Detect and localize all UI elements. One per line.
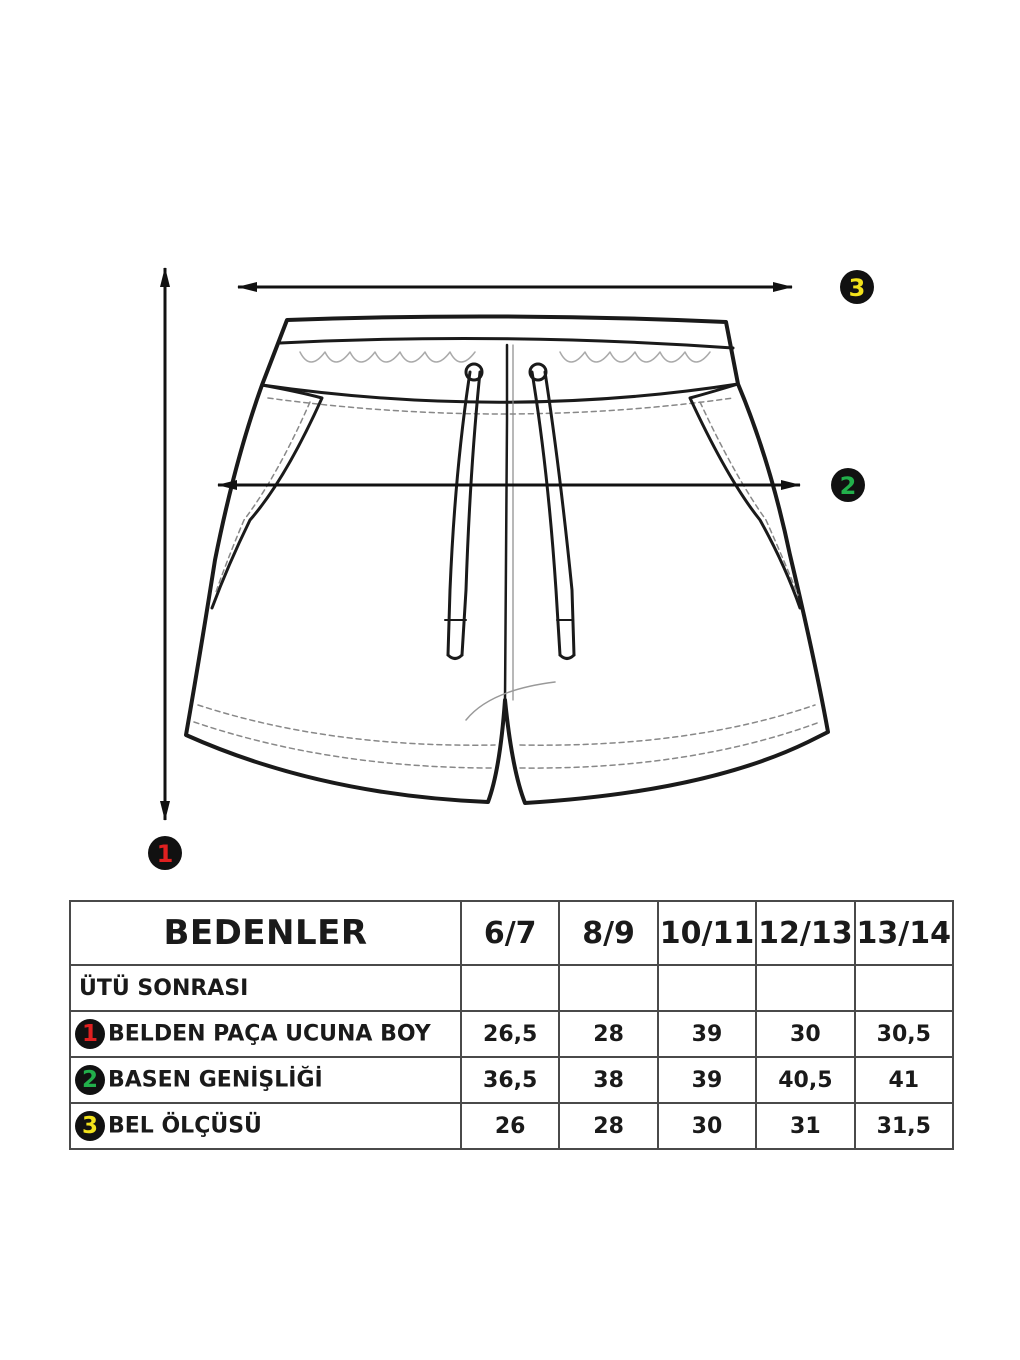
badge-2-number: 2 xyxy=(840,472,857,500)
table-cell: 30 xyxy=(656,1102,758,1150)
table-cell: 28 xyxy=(558,1102,659,1150)
table-cell: 40,5 xyxy=(755,1056,856,1104)
sizes-header: BEDENLER xyxy=(69,900,462,966)
table-cell: 31,5 xyxy=(853,1102,955,1150)
waistband-stitch xyxy=(267,397,734,415)
size-header: 12/13 xyxy=(755,900,856,966)
table-cell: 28 xyxy=(558,1010,659,1058)
badge-3: 3 xyxy=(840,270,874,304)
eyelet-right xyxy=(528,362,548,382)
table-cell: 39 xyxy=(656,1010,758,1058)
row-badge-3: 3 xyxy=(75,1111,105,1141)
hem-right xyxy=(519,704,816,746)
row-label: BEL ÖLÇÜSÜ xyxy=(108,1113,262,1139)
badge-2: 2 xyxy=(831,468,865,502)
badge-1: 1 xyxy=(148,836,182,870)
pocket-left xyxy=(210,383,324,610)
table-cell: 39 xyxy=(656,1056,758,1104)
shorts-illustration xyxy=(184,314,830,805)
hem-left xyxy=(197,704,496,746)
row-badge-2: 2 xyxy=(75,1065,105,1095)
table-cell: 30 xyxy=(755,1010,856,1058)
table-cell: 38 xyxy=(558,1056,659,1104)
pocket-right xyxy=(688,382,802,610)
shorts-diagram: 3 2 1 xyxy=(148,267,874,870)
eyelet-left xyxy=(464,362,484,382)
table-cell: 31 xyxy=(755,1102,856,1150)
after-ironing-label: ÜTÜ SONRASI xyxy=(69,964,462,1012)
badge-1-number: 1 xyxy=(157,840,174,868)
size-header: 13/14 xyxy=(853,900,955,966)
waistband-top xyxy=(278,337,735,350)
table-cell: 41 xyxy=(853,1056,955,1104)
table-cell: 26,5 xyxy=(459,1010,561,1058)
table-cell: 30,5 xyxy=(853,1010,955,1058)
size-header: 10/11 xyxy=(656,900,758,966)
row-badge-1: 1 xyxy=(75,1019,105,1049)
size-header: 6/7 xyxy=(459,900,561,966)
row-label: BASEN GENİŞLİĞİ xyxy=(108,1067,323,1093)
badge-3-number: 3 xyxy=(849,274,866,302)
table-header-row: BEDENLER 6/7 8/9 10/11 12/13 13/14 xyxy=(69,900,955,966)
row-label: BELDEN PAÇA UCUNA BOY xyxy=(108,1021,431,1047)
table-cell: 36,5 xyxy=(459,1056,561,1104)
size-header: 8/9 xyxy=(558,900,659,966)
table-cell: 26 xyxy=(459,1102,561,1150)
waistband-bottom xyxy=(260,382,740,404)
table-subheader-row: ÜTÜ SONRASI xyxy=(69,964,955,1012)
center-seam xyxy=(503,343,509,702)
size-chart-table: BEDENLER 6/7 8/9 10/11 12/13 13/14 ÜTÜ S… xyxy=(69,900,955,1150)
